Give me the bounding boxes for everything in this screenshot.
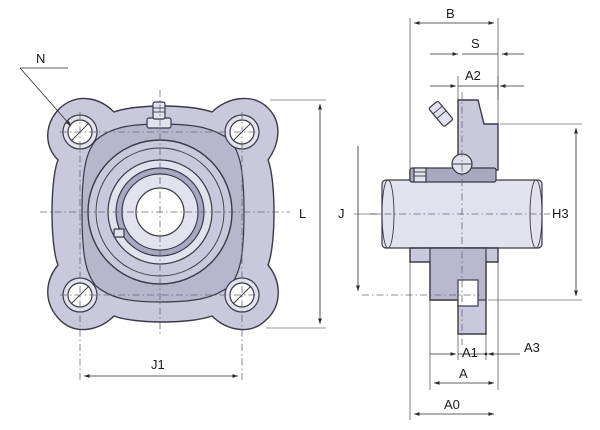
- label-A0: A0: [444, 397, 460, 412]
- dimension-A2: A2: [430, 68, 524, 100]
- label-N: N: [36, 51, 45, 66]
- dimension-A: A: [429, 262, 499, 390]
- dimension-A1-A3: A1 A3: [430, 334, 540, 360]
- front-view: [40, 90, 290, 380]
- dimension-J1: J1: [84, 357, 238, 378]
- label-J1: J1: [151, 357, 165, 372]
- label-L: L: [299, 206, 306, 221]
- dimension-S: S: [430, 36, 524, 56]
- grease-nipple-stem: [152, 101, 166, 120]
- dimension-B: B: [409, 6, 499, 168]
- label-H3: H3: [552, 206, 569, 221]
- dimension-H3: H3: [488, 123, 582, 301]
- label-A: A: [459, 366, 468, 381]
- label-A2: A2: [465, 68, 481, 83]
- dimension-J: J: [338, 146, 380, 291]
- dimension-N: N: [19, 51, 72, 127]
- side-grease-nipple: [428, 101, 453, 127]
- dimension-L: L: [266, 99, 326, 329]
- label-S: S: [471, 36, 480, 51]
- label-J: J: [338, 206, 345, 221]
- bolt-slot: [457, 279, 479, 307]
- label-A1: A1: [462, 345, 478, 360]
- label-B: B: [446, 6, 455, 21]
- side-view: [362, 92, 550, 345]
- label-A3: A3: [524, 340, 540, 355]
- dimension-A0: A0: [409, 262, 494, 420]
